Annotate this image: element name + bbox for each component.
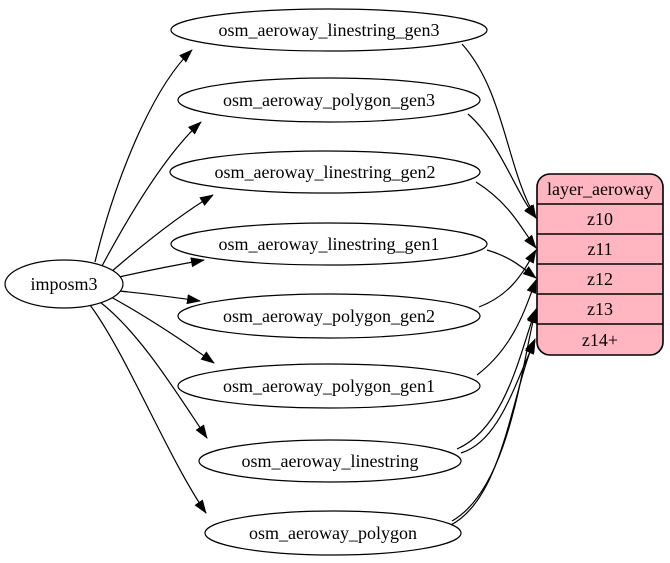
- layer-row-z14: z14+: [582, 330, 618, 350]
- table-ellipse: [169, 150, 481, 194]
- edge-osm_aeroway_linestring-to-z14: [460, 340, 536, 454]
- edge-osm_aeroway_linestring_gen1-to-z12: [486, 249, 537, 279]
- node-osm_aeroway_linestring_gen2: osm_aeroway_linestring_gen2: [169, 150, 481, 194]
- edge-imposm3-to-osm_aeroway_linestring_gen2: [110, 194, 214, 273]
- table-label: osm_aeroway_polygon_gen1: [223, 376, 435, 396]
- table-label: osm_aeroway_polygon_gen2: [223, 306, 435, 326]
- node-osm_aeroway_polygon_gen2: osm_aeroway_polygon_gen2: [177, 293, 481, 339]
- edge-osm_aeroway_polygon_gen2-to-z11: [478, 249, 537, 308]
- edge-osm_aeroway_linestring_gen2-to-z11: [475, 181, 537, 249]
- table-label: osm_aeroway_linestring_gen3: [219, 20, 440, 40]
- edge-imposm3-to-osm_aeroway_linestring_gen1: [118, 257, 205, 278]
- table-ellipse: [177, 77, 481, 123]
- edge-osm_aeroway_linestring_gen3-to-z10: [461, 43, 537, 219]
- node-osm_aeroway_polygon_gen3: osm_aeroway_polygon_gen3: [177, 77, 481, 123]
- edge-imposm3-to-osm_aeroway_linestring_gen3: [94, 49, 193, 263]
- table-label: osm_aeroway_polygon: [249, 523, 417, 543]
- layer-row-z12: z12: [587, 269, 613, 289]
- table-ellipse: [198, 439, 462, 483]
- edge-imposm3-to-osm_aeroway_linestring: [99, 301, 208, 439]
- layer-title: layer_aeroway: [547, 179, 653, 199]
- table-ellipse: [170, 8, 488, 52]
- edge-imposm3-to-osm_aeroway_polygon_gen3: [101, 121, 202, 267]
- table-ellipse: [204, 510, 462, 556]
- edge-osm_aeroway_polygon_gen3-to-z10: [467, 113, 537, 219]
- edge-osm_aeroway_polygon_gen1-to-z12: [476, 279, 537, 376]
- table-label: osm_aeroway_linestring_gen1: [219, 234, 440, 254]
- table-ellipse: [177, 363, 481, 409]
- node-osm_aeroway_polygon: osm_aeroway_polygon: [204, 510, 462, 556]
- edge-imposm3-to-osm_aeroway_polygon: [89, 304, 207, 514]
- node-osm_aeroway_linestring: osm_aeroway_linestring: [198, 439, 462, 483]
- table-ellipse: [170, 222, 488, 266]
- layer-row-z10: z10: [587, 209, 613, 229]
- table-label: osm_aeroway_linestring: [242, 451, 419, 471]
- node-imposm3: imposm3: [4, 259, 124, 309]
- node-layer_aeroway: layer_aeroway z10 z11 z12 z13 z14+: [536, 173, 664, 356]
- imposm3-label: imposm3: [30, 274, 97, 294]
- node-osm_aeroway_linestring_gen1: osm_aeroway_linestring_gen1: [170, 222, 488, 266]
- edge-osm_aeroway_linestring-to-z13: [456, 308, 537, 450]
- table-label: osm_aeroway_linestring_gen2: [215, 162, 436, 182]
- layer-row-z11: z11: [587, 239, 612, 259]
- edge-osm_aeroway_polygon-to-z14: [448, 338, 536, 527]
- layer-row-z13: z13: [587, 299, 613, 319]
- imposm3-ellipse: [4, 259, 124, 309]
- edge-imposm3-to-osm_aeroway_polygon_gen1: [110, 296, 215, 364]
- edge-imposm3-to-osm_aeroway_polygon_gen2: [118, 290, 201, 305]
- node-osm_aeroway_polygon_gen1: osm_aeroway_polygon_gen1: [177, 363, 481, 409]
- node-osm_aeroway_linestring_gen3: osm_aeroway_linestring_gen3: [170, 8, 488, 52]
- table-ellipse: [177, 293, 481, 339]
- table-label: osm_aeroway_polygon_gen3: [223, 90, 435, 110]
- edge-osm_aeroway_polygon-to-z13: [451, 309, 537, 522]
